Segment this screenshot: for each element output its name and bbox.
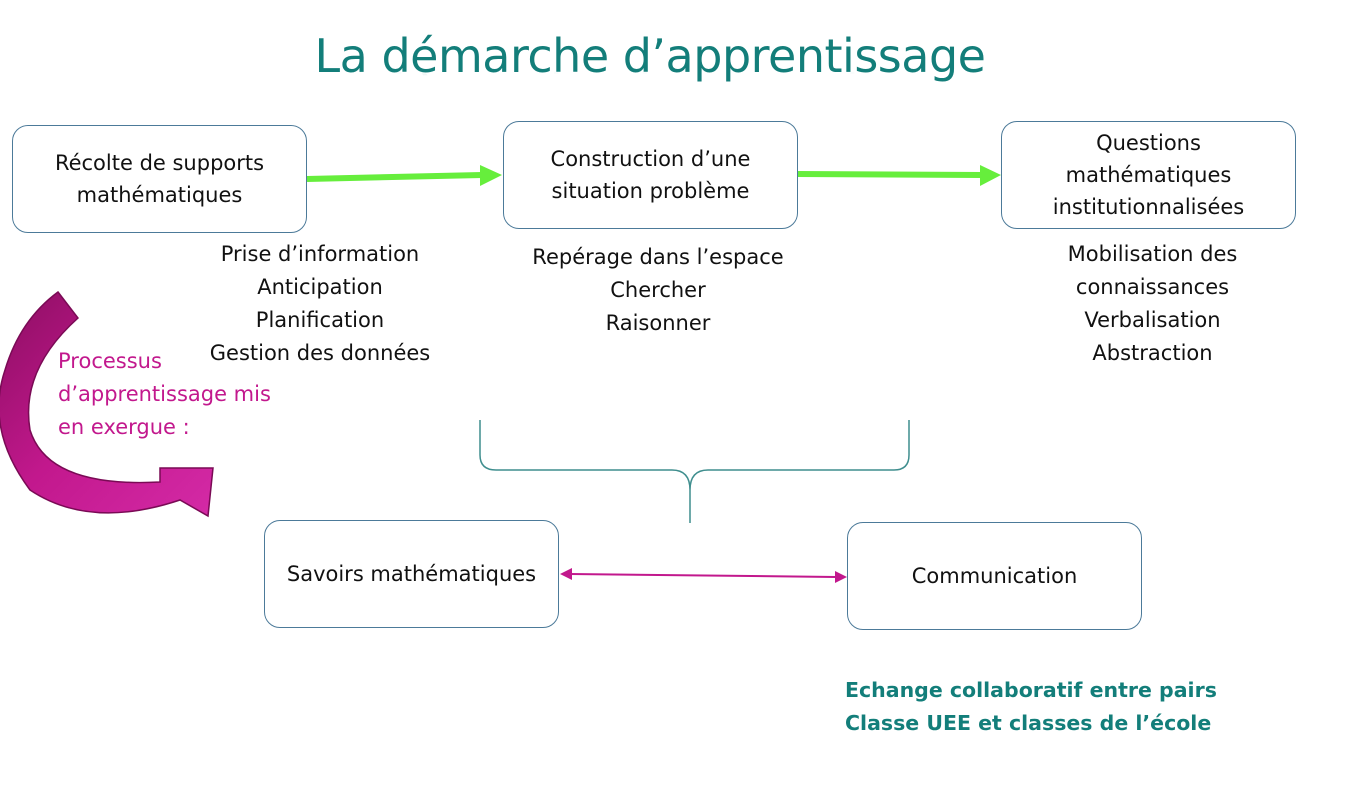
skills-collect: Prise d’information Anticipation Planifi… (190, 238, 450, 370)
skills-questions: Mobilisation des connaissances Verbalisa… (1030, 238, 1275, 370)
box-construction: Construction d’une situation problème (503, 121, 798, 229)
skill-item: Raisonner (605, 311, 711, 335)
box-communication: Communication (847, 522, 1142, 630)
box-questions: Questions mathématiques institutionnalis… (1001, 121, 1296, 229)
skills-construct: Repérage dans l’espace Chercher Raisonne… (518, 241, 798, 340)
process-line: en exergue : (58, 415, 190, 439)
box-line: Communication (911, 564, 1078, 588)
box-line: Construction d’une (550, 147, 751, 171)
process-line: Processus (58, 349, 162, 373)
box-line: mathématiques (1065, 163, 1232, 187)
communication-notes: Echange collaboratif entre pairs Classe … (845, 674, 1265, 740)
box-line: Questions (1096, 131, 1201, 155)
skill-item: connaissances (1075, 275, 1230, 299)
note-line: Echange collaboratif entre pairs (845, 678, 1217, 702)
skill-item: Chercher (610, 278, 706, 302)
box-line: mathématiques (76, 183, 243, 207)
box-line: Savoirs mathématiques (286, 562, 537, 586)
double-arrow (560, 568, 847, 583)
skill-item: Planification (255, 308, 385, 332)
process-line: d’apprentissage mis (58, 382, 271, 406)
skill-item: Gestion des données (209, 341, 431, 365)
skill-item: Repérage dans l’espace (532, 245, 784, 269)
skill-item: Abstraction (1092, 341, 1213, 365)
box-line: situation problème (551, 179, 750, 203)
box-line: Récolte de supports (54, 151, 265, 175)
title-block: La démarche d’apprentissage La démarche … (0, 28, 1300, 83)
note-line: Classe UEE et classes de l’école (845, 711, 1212, 735)
box-line: institutionnalisées (1052, 195, 1245, 219)
box-collect-supports: Récolte de supports mathématiques (12, 125, 307, 233)
skill-item: Anticipation (257, 275, 383, 299)
box-knowledge: Savoirs mathématiques (264, 520, 559, 628)
skill-item: Verbalisation (1084, 308, 1221, 332)
process-label: Processus d’apprentissage mis en exergue… (58, 345, 298, 444)
flow-arrow-1 (306, 165, 502, 186)
grouping-brace (479, 420, 910, 523)
page-title: La démarche d’apprentissage (314, 29, 986, 83)
skill-item: Prise d’information (220, 242, 420, 266)
curved-process-arrow (0, 290, 214, 518)
skill-item: Mobilisation des (1067, 242, 1238, 266)
flow-arrow-2 (797, 165, 1001, 186)
